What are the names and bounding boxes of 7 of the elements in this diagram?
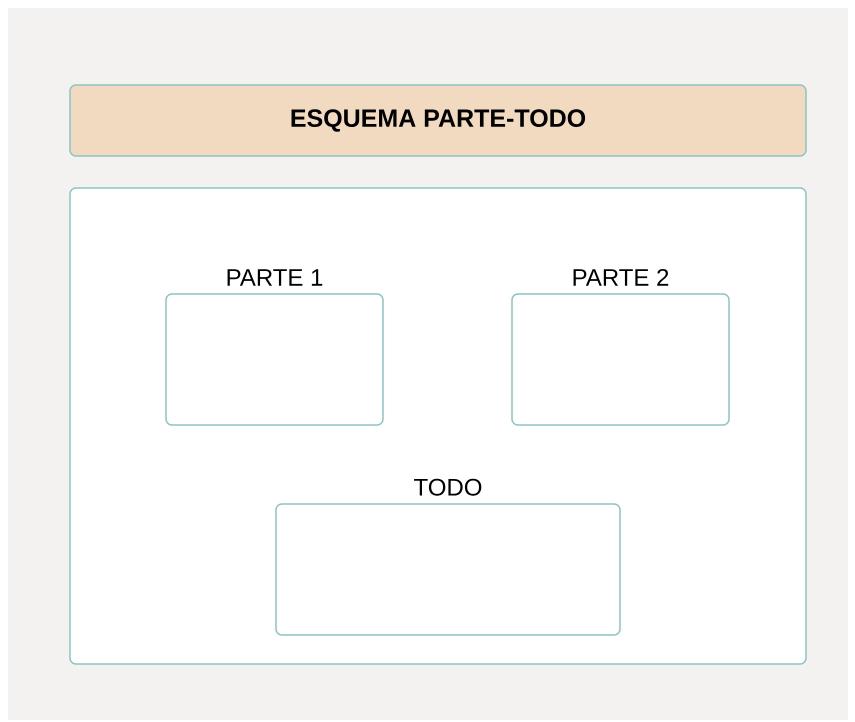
answer-box: PARTE 1 [165,269,384,426]
node-label: PARTE 1 [228,269,322,286]
answer-box: PARTE 2 [511,268,730,426]
answer-box: TODO [275,478,621,636]
node-label: PARTE 2 [574,268,668,286]
title-band: ESQUEMA PARTE-TODO [69,84,807,157]
node-label: TODO [414,478,482,496]
